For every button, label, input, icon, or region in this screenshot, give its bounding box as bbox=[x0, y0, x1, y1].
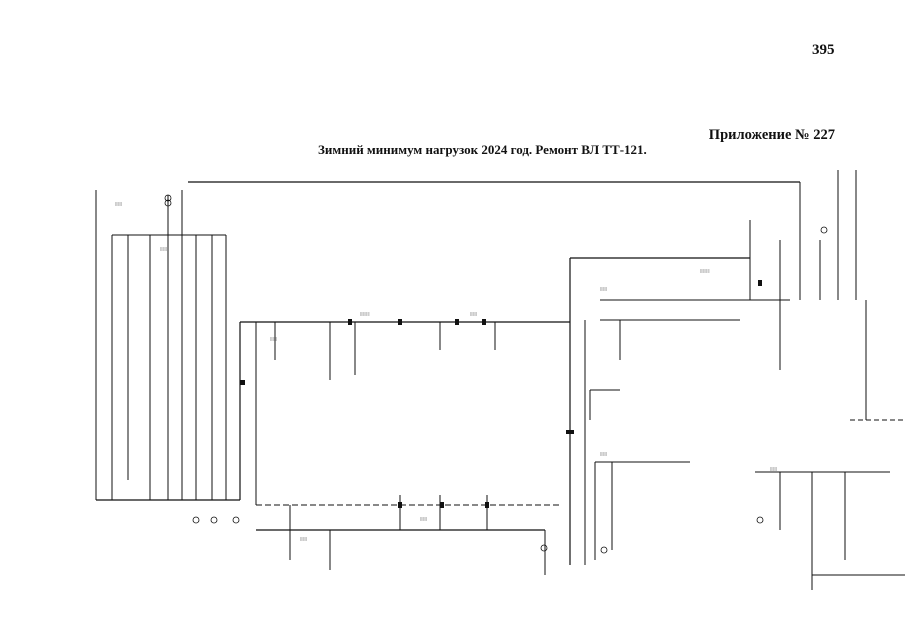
switch-mark bbox=[240, 380, 245, 385]
scheme-note: ░░░ bbox=[600, 452, 607, 456]
switch-mark bbox=[758, 280, 762, 286]
scheme-lines bbox=[96, 170, 905, 590]
switch-mark bbox=[482, 319, 486, 325]
scheme-note: ░░░ bbox=[115, 202, 122, 206]
switch-mark bbox=[485, 502, 489, 508]
scheme-note: ░░░░ bbox=[360, 312, 370, 316]
switch-mark bbox=[440, 502, 444, 508]
scheme-note: ░░░ bbox=[160, 247, 167, 251]
transformers bbox=[165, 195, 827, 553]
appendix-label: Приложение № 227 bbox=[708, 127, 835, 143]
transformer-icon bbox=[541, 545, 547, 551]
transformer-icon bbox=[233, 517, 239, 523]
scheme-note: ░░░ bbox=[470, 312, 477, 316]
transformer-icon bbox=[193, 517, 199, 523]
scheme-note: ░░░ bbox=[300, 537, 307, 541]
switch-mark bbox=[398, 319, 402, 325]
small-labels: ░░░ ░░░ ░░░ ░░░░ ░░░ ░░░ ░░░░ ░░░ ░░░ ░░… bbox=[115, 202, 777, 541]
scheme-note: ░░░ bbox=[600, 287, 607, 291]
switch-mark bbox=[398, 502, 402, 508]
scheme-note: ░░░ bbox=[420, 517, 427, 521]
scheme-note: ░░░░ bbox=[700, 269, 710, 273]
transformer-icon bbox=[165, 195, 171, 201]
transformer-icon bbox=[821, 227, 827, 233]
transformer-icon bbox=[757, 517, 763, 523]
switches bbox=[240, 280, 762, 508]
diagram-title: Зимний минимум нагрузок 2024 год. Ремонт… bbox=[318, 142, 647, 157]
transformer-icon bbox=[211, 517, 217, 523]
page-number: 395 bbox=[812, 42, 835, 58]
scheme-note: ░░░ bbox=[270, 337, 277, 341]
switch-mark bbox=[455, 319, 459, 325]
switch-mark bbox=[348, 319, 352, 325]
scheme-note: ░░░ bbox=[770, 467, 777, 471]
switch-mark bbox=[566, 430, 574, 434]
transformer-icon bbox=[601, 547, 607, 553]
transformer-icon bbox=[165, 200, 171, 206]
